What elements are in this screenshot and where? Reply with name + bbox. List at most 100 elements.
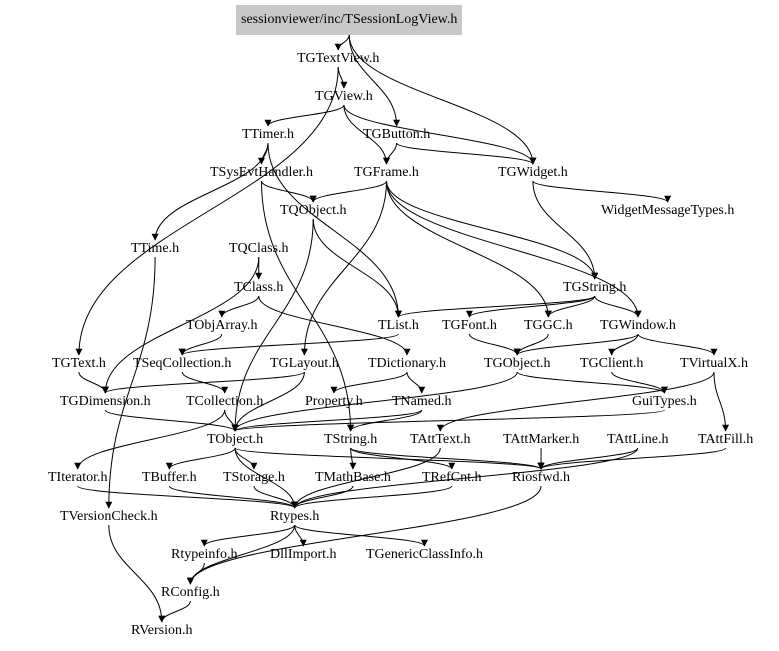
edge-tsysevthandler-to-tqobject	[261, 180, 317, 203]
edge-tattline-to-rtypes	[291, 447, 639, 509]
node-tgstring[interactable]: TGString.h	[563, 280, 627, 295]
node-tgbutton[interactable]: TGButton.h	[363, 127, 431, 142]
edge-tqobject-to-tlist	[312, 218, 402, 318]
edge-tobject-to-riosfwd	[234, 447, 545, 470]
node-tvirtualx[interactable]: TVirtualX.h	[680, 356, 748, 371]
node-tversioncheck[interactable]: TVersionCheck.h	[60, 509, 158, 524]
node-tqclass[interactable]: TQClass.h	[229, 241, 289, 256]
node-tattline[interactable]: TAttLine.h	[607, 432, 669, 447]
node-tgtextview[interactable]: TGTextView.h	[297, 51, 380, 66]
node-tstorage[interactable]: TStorage.h	[223, 470, 285, 485]
node-tnamed[interactable]: TNamed.h	[392, 394, 452, 409]
edge-tlist-to-tseqcollection	[178, 333, 399, 356]
edge-tobjarray-to-tseqcollection	[178, 333, 223, 356]
node-tgtext[interactable]: TGText.h	[52, 356, 106, 371]
edge-tgdimension-to-tobject	[104, 409, 239, 432]
node-tattfill[interactable]: TAttFill.h	[698, 432, 754, 447]
node-tgwindow[interactable]: TGWindow.h	[600, 318, 676, 333]
edge-tgtextview-to-tgtext	[75, 66, 339, 356]
edge-tnamed-to-tstring	[347, 409, 423, 432]
node-tgfont[interactable]: TGFont.h	[442, 318, 497, 333]
edge-tatttext-to-rtypes	[291, 447, 441, 509]
edge-tgwindow-to-tgclient	[608, 333, 639, 356]
node-tgobject[interactable]: TGObject.h	[484, 356, 551, 371]
edge-tgframe-to-tgwindow	[386, 180, 642, 318]
edge-tvirtualx-to-tatttext	[436, 371, 715, 432]
node-tobjarray[interactable]: TObjArray.h	[186, 318, 258, 333]
node-tatttext[interactable]: TAttText.h	[410, 432, 471, 447]
edge-tgview-to-tgframe	[343, 104, 390, 165]
edge-rtypes-to-tgenericclassinfo	[294, 524, 428, 547]
node-tglayout[interactable]: TGLayout.h	[270, 356, 339, 371]
edge-rtypeinfo-to-rconfig	[186, 562, 205, 585]
node-widgetmessagetypes[interactable]: WidgetMessageTypes.h	[601, 203, 735, 218]
node-tclass[interactable]: TClass.h	[234, 280, 284, 295]
edge-ttimer-to-ttime	[151, 142, 269, 241]
node-riosfwd[interactable]: Riosfwd.h	[512, 470, 570, 485]
node-tdictionary[interactable]: TDictionary.h	[368, 356, 447, 371]
edge-ttime-to-tversioncheck	[105, 256, 156, 509]
node-tstring[interactable]: TString.h	[324, 432, 378, 447]
node-tgframe[interactable]: TGFrame.h	[354, 165, 419, 180]
node-dllimport[interactable]: DllImport.h	[270, 547, 337, 562]
edge-tdictionary-to-property	[330, 371, 408, 394]
edge-tgtextview-to-tgview	[337, 66, 348, 89]
node-titerator[interactable]: TIterator.h	[48, 470, 108, 485]
edge-ttimer-to-tlist	[267, 142, 402, 318]
edge-tclass-to-tobjarray	[218, 295, 260, 318]
edge-tgobject-to-tobject	[231, 371, 518, 432]
edge-tgstring-to-tlist	[395, 295, 596, 318]
edge-ttimer-to-tsysevthandler	[258, 142, 269, 165]
node-rtypeinfo[interactable]: Rtypeinfo.h	[171, 547, 238, 562]
node-tgclient[interactable]: TGClient.h	[580, 356, 644, 371]
edge-tclass-to-tdictionary	[258, 295, 411, 356]
node-guitypes[interactable]: GuiTypes.h	[632, 394, 697, 409]
edge-tversioncheck-to-rversion	[108, 524, 166, 623]
node-rtypes[interactable]: Rtypes.h	[270, 509, 320, 524]
edge-tnamed-to-tobject	[231, 409, 423, 432]
edge-root-to-tgtextview	[334, 34, 350, 51]
edge-tglayout-to-tobject	[231, 371, 305, 432]
node-tbuffer[interactable]: TBuffer.h	[142, 470, 197, 485]
edge-tgobject-to-guitypes	[516, 371, 668, 394]
edge-tbuffer-to-rtypes	[168, 485, 299, 509]
node-tgwidget[interactable]: TGWidget.h	[498, 165, 568, 180]
edge-tobject-to-tbuffer	[165, 447, 236, 470]
node-trefcnt[interactable]: TRefCnt.h	[422, 470, 482, 485]
node-tobject[interactable]: TObject.h	[207, 432, 264, 447]
edge-tgview-to-ttimer	[264, 104, 345, 127]
edge-tglayout-to-tgdimension	[101, 371, 305, 394]
node-tcollection[interactable]: TCollection.h	[186, 394, 264, 409]
edge-tstring-to-trefcnt	[350, 447, 456, 470]
node-tqobject[interactable]: TQObject.h	[280, 203, 347, 218]
node-tsysevthandler[interactable]: TSysEvtHandler.h	[210, 165, 314, 180]
edge-root-to-tgbutton	[348, 34, 401, 127]
edge-tgwindow-to-tvirtualx	[637, 333, 718, 356]
node-rconfig[interactable]: RConfig.h	[161, 585, 220, 600]
edge-tqobject-to-tobject	[231, 218, 314, 432]
edge-tvirtualx-to-tattfill	[713, 371, 730, 432]
node-tseqcollection[interactable]: TSeqCollection.h	[133, 356, 232, 371]
edge-tstring-to-tmathbase	[349, 447, 357, 470]
edge-tgstring-to-tggc	[544, 295, 596, 318]
node-tmathbase[interactable]: TMathBase.h	[315, 470, 391, 485]
node-property[interactable]: Property.h	[305, 394, 363, 409]
node-tsessionlogview[interactable]: sessionviewer/inc/TSessionLogView.h	[236, 5, 463, 35]
node-ttime[interactable]: TTime.h	[131, 241, 180, 256]
edge-tgtext-to-tgdimension	[78, 371, 109, 394]
edge-tgframe-to-tgstring	[386, 180, 599, 280]
edge-tgframe-to-tglayout	[300, 180, 387, 356]
node-ttimer[interactable]: TTimer.h	[242, 127, 294, 142]
edge-root-to-tgwidget	[348, 34, 537, 165]
node-tgenericclassinfo[interactable]: TGenericClassInfo.h	[366, 547, 484, 562]
node-tggc[interactable]: TGGC.h	[524, 318, 573, 333]
edge-tgbutton-to-tgframe	[383, 142, 398, 165]
node-tgdimension[interactable]: TGDimension.h	[60, 394, 151, 409]
node-rversion[interactable]: RVersion.h	[131, 623, 193, 638]
edge-tcollection-to-titerator	[74, 409, 226, 470]
edge-rtypes-to-rtypeinfo	[200, 524, 296, 547]
node-tgview[interactable]: TGView.h	[315, 89, 373, 104]
node-tattmarker[interactable]: TAttMarker.h	[503, 432, 580, 447]
node-tlist[interactable]: TList.h	[378, 318, 419, 333]
